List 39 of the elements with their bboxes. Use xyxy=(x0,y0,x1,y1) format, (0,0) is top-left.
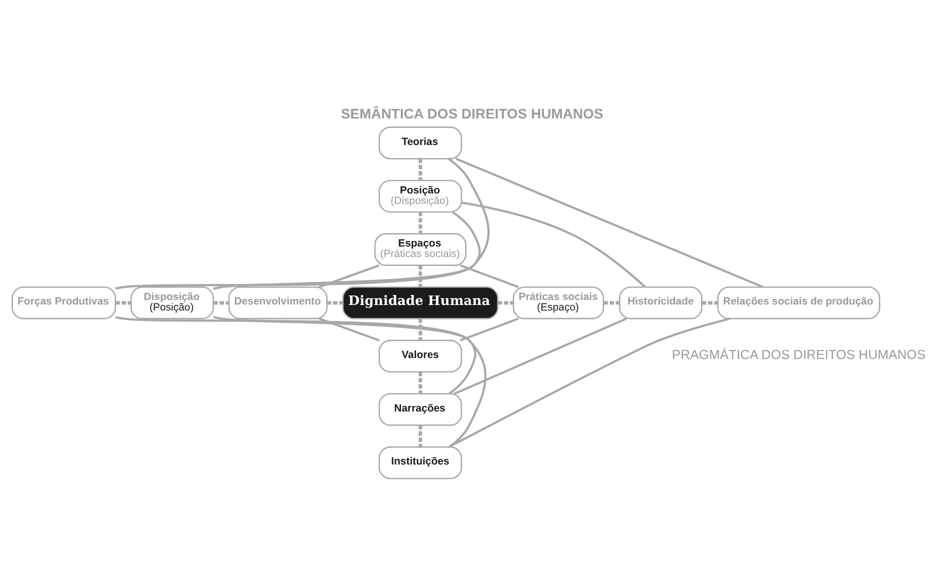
diagram-title: SEMÂNTICA DOS DIREITOS HUMANOS xyxy=(340,104,604,121)
node-box: Teorias xyxy=(378,126,462,159)
connector xyxy=(456,157,764,288)
connector xyxy=(326,300,343,304)
connector xyxy=(418,424,422,446)
connector xyxy=(115,300,131,304)
connector xyxy=(418,318,422,340)
connector xyxy=(448,317,731,448)
connector xyxy=(604,300,620,304)
node-box: Práticas sociais (Espaço) xyxy=(512,286,604,319)
node-box: Forças Produtivas xyxy=(12,286,116,319)
connector xyxy=(702,300,718,304)
node-box: Narrações xyxy=(378,392,462,426)
node-box: Valores xyxy=(378,339,462,372)
node-box: Relações sociais de produção xyxy=(717,286,880,319)
node-box: Historicidade xyxy=(618,286,702,319)
connector xyxy=(214,300,229,304)
label: PRAGMÁTICA DOS DIREITOS HUMANOS xyxy=(672,346,926,362)
connector xyxy=(454,317,627,394)
connector xyxy=(418,371,422,394)
node-box: Disposição (Posição) xyxy=(130,286,214,319)
connector xyxy=(418,212,422,234)
connector xyxy=(318,317,380,341)
connector xyxy=(213,210,481,290)
connector xyxy=(115,316,486,448)
node-box: Espaços (Práticas sociais) xyxy=(374,232,466,266)
connector xyxy=(418,158,422,180)
connector xyxy=(213,315,476,394)
connector xyxy=(460,264,519,288)
connector xyxy=(498,300,514,304)
node-box: Posição (Disposição) xyxy=(378,179,462,212)
connector xyxy=(318,264,380,288)
connector xyxy=(115,157,490,290)
node-box: Instituições xyxy=(378,446,462,479)
node-box: Desenvolvimento xyxy=(228,286,328,319)
connector xyxy=(461,200,646,288)
connector xyxy=(460,317,519,341)
connector xyxy=(418,264,422,286)
node-box: Dignidade Humana xyxy=(342,286,498,319)
